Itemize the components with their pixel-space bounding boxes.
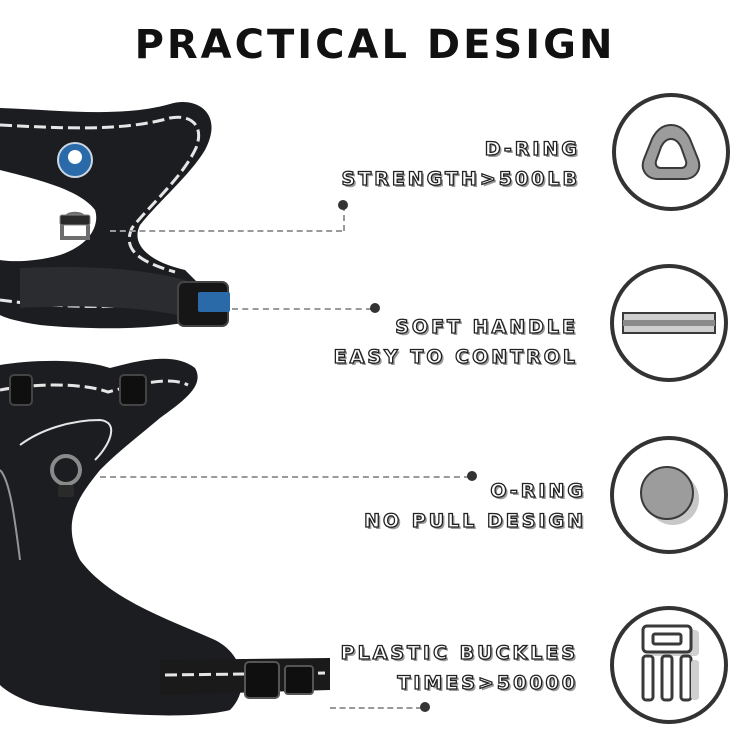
feature-label-buckles: PLASTIC BUCKLES TIMES>50000: [340, 638, 578, 698]
leader-line-d-ring: [110, 230, 342, 232]
d-ring-icon: [612, 93, 730, 211]
leader-line-buckles: [330, 707, 422, 709]
leader-dot-o-ring: [467, 471, 477, 481]
page-title: PRACTICAL DESIGN: [134, 22, 616, 68]
o-ring-icon: [610, 436, 728, 554]
feature-title: D-RING: [484, 137, 580, 160]
handle-icon: [610, 264, 728, 382]
feature-title: SOFT HANDLE: [395, 315, 578, 338]
leader-dot-d-ring: [338, 200, 348, 210]
bottom-harness: [0, 358, 330, 716]
top-harness: [0, 101, 230, 329]
buckle-label: [198, 292, 230, 312]
feature-title: PLASTIC BUCKLES: [340, 641, 578, 664]
feature-detail: EASY TO CONTROL: [333, 345, 578, 368]
leader-line-handle: [232, 308, 372, 310]
feature-detail: STRENGTH>500LB: [341, 167, 580, 190]
feature-label-handle: SOFT HANDLE EASY TO CONTROL: [333, 312, 578, 372]
leader-dot-handle: [370, 303, 380, 313]
feature-title: O-RING: [490, 479, 586, 502]
leader-dot-buckles: [420, 702, 430, 712]
feature-label-o-ring: O-RING NO PULL DESIGN: [363, 476, 586, 536]
feature-detail: TIMES>50000: [397, 671, 578, 694]
leader-line-d-ring-vertical: [343, 205, 345, 231]
harness-o-ring: [50, 454, 82, 486]
buckle-icon: [610, 606, 728, 724]
feature-detail: NO PULL DESIGN: [363, 509, 586, 532]
harness-illustration: [0, 101, 330, 716]
feature-label-d-ring: D-RING STRENGTH>500LB: [341, 134, 580, 194]
leader-line-o-ring: [100, 476, 470, 478]
